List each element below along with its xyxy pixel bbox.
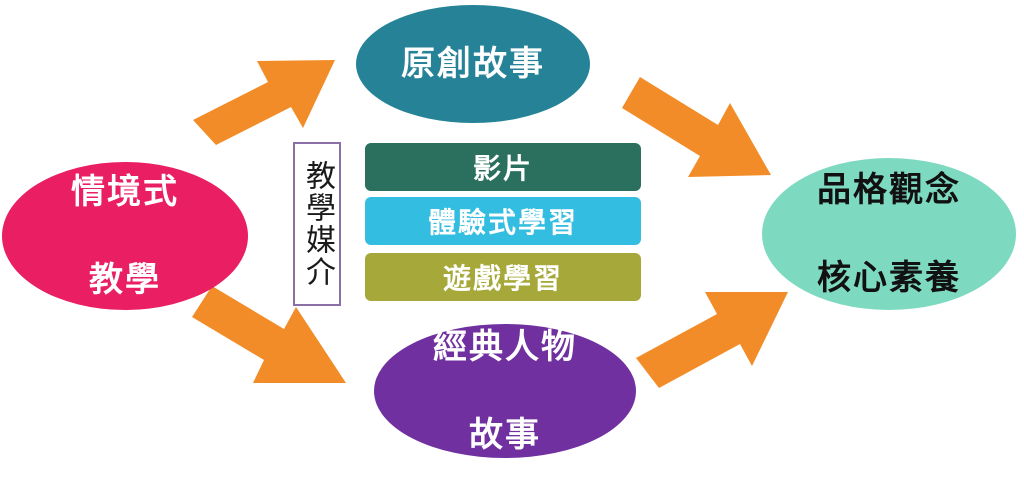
node-classic-figure-story: 經典人物 故事 — [374, 324, 636, 458]
media-item-game-learning: 遊戲學習 — [365, 253, 641, 301]
arrow-layer — [192, 60, 788, 388]
flow-diagram: 情境式 教學 原創故事 經典人物 故事 品格觀念 核心素養 教學媒介 影片 體驗… — [2, 5, 1016, 458]
node-original-story: 原創故事 — [356, 5, 590, 123]
node-historical-line1: 經典人物 — [433, 327, 577, 367]
node-start-line2: 教學 — [89, 260, 161, 300]
node-character-core-literacy: 品格觀念 核心素養 — [762, 158, 1016, 310]
node-start-line1: 情境式 — [71, 172, 179, 212]
media-item-label: 遊戲學習 — [442, 262, 563, 295]
arrow-story-to-goal — [622, 77, 771, 177]
media-item-video: 影片 — [365, 143, 641, 191]
media-item-experiential-learning: 體驗式學習 — [365, 197, 641, 245]
media-item-label: 體驗式學習 — [427, 206, 578, 239]
node-story-label: 原創故事 — [401, 44, 545, 84]
arrow-start-to-historical — [192, 286, 346, 383]
media-item-label: 影片 — [472, 152, 533, 185]
node-goal-line2: 核心素養 — [817, 258, 961, 298]
arrow-start-to-story — [193, 60, 335, 145]
node-historical-line2: 故事 — [469, 415, 541, 455]
node-goal-line1: 品格觀念 — [817, 170, 961, 210]
arrow-historical-to-goal — [636, 292, 788, 388]
node-situational-teaching: 情境式 教學 — [2, 162, 248, 310]
media-vertical-label: 教學媒介 — [293, 142, 341, 306]
